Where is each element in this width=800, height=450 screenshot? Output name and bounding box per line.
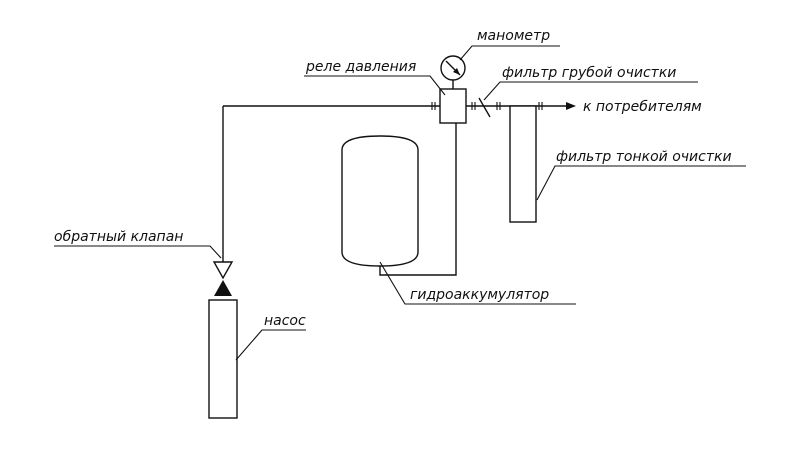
label-coarse-filter: фильтр грубой очистки [502,65,676,81]
fine-filter-housing [509,105,537,223]
label-pump: насос [264,313,306,329]
check-valve-icon [212,261,234,296]
label-manometer: манометр [477,28,550,44]
label-check-valve: обратный клапан [54,229,183,245]
accumulator-pipe [379,123,457,276]
coarse-filter-icon [478,97,491,118]
label-accumulator: гидроаккумулятор [410,287,549,303]
flow-arrow-icon [566,102,576,110]
label-fine-filter: фильтр тонкой очистки [556,149,732,165]
manometer-icon [440,55,466,89]
accumulator-tank [341,135,419,267]
label-pressure-relay: реле давления [305,59,416,75]
leader-lines [54,45,746,361]
pump-housing [208,299,238,419]
label-to-consumers: к потребителям [583,99,702,115]
